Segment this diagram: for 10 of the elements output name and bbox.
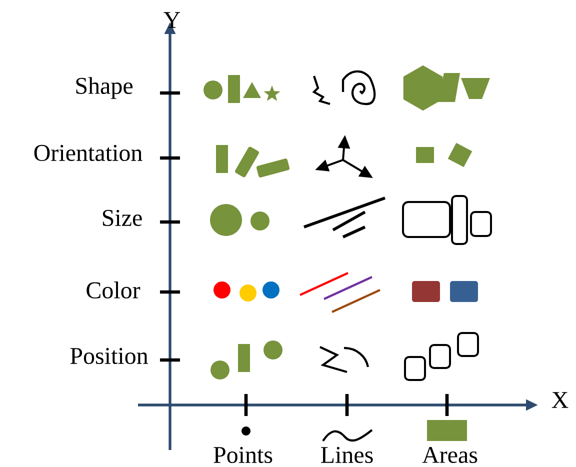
column-label: Lines (321, 446, 373, 464)
axis-title: Y (164, 12, 180, 28)
row-label: Color (86, 282, 140, 298)
row-label: Position (70, 348, 148, 364)
axis-title: X (552, 392, 568, 408)
row-label: Shape (76, 77, 132, 99)
column-label: Points (214, 446, 272, 464)
column-label: Areas (422, 446, 478, 464)
row-label: Orientation (34, 144, 142, 162)
row-label: Size (102, 210, 142, 226)
